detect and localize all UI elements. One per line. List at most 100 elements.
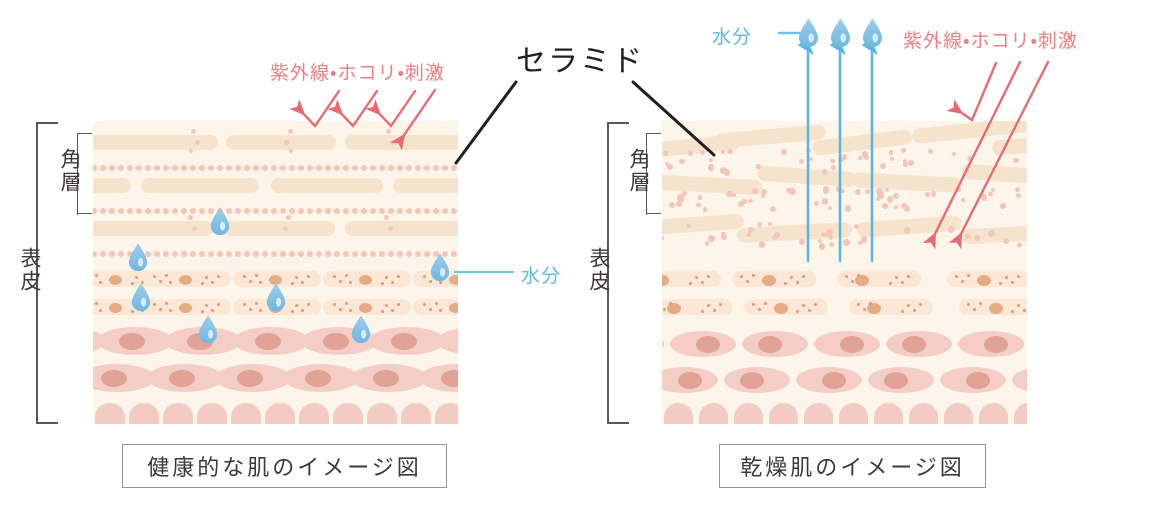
lipid-dot [980,194,988,201]
basal-cell [129,403,159,424]
granular-speckle [967,303,970,306]
lipid-dot [217,251,223,257]
granular-speckle [291,282,294,285]
lipid-dot [352,165,358,171]
basal-cell [163,403,193,424]
granular-speckle [746,280,749,283]
lipid-dot [854,224,860,230]
lipid-dot [118,251,124,257]
granular-speckle [973,308,976,311]
lipid-dot [903,162,908,168]
granular-speckle [845,275,848,278]
lipid-dot [415,165,421,171]
lipid-dot [118,165,124,171]
lipid-dot [415,208,421,214]
lipid-dot [127,251,133,257]
granular-speckle [907,275,910,278]
spinous-row [93,327,458,359]
spinous-row [662,331,1027,363]
spinous-nucleus [441,370,458,387]
granular-speckle [243,275,246,278]
healthy-skin-panel [93,121,458,424]
granular-speckle [339,280,342,283]
granular-speckle [802,304,805,307]
lipid-dot [668,201,675,208]
lipid-dot [665,161,670,166]
lipid-dot [688,151,694,157]
lipid-dot [181,208,187,214]
lipid-dot [707,164,715,171]
corneum-bar [961,163,1027,186]
lipid-dot [1013,157,1019,164]
basal-cell [367,403,397,424]
granular-speckle [301,309,304,312]
lipid-dot [289,165,295,171]
right-irritant-label: 紫外線・ホコリ・刺激 [903,30,1078,52]
lipid-dot [172,251,178,257]
lipid-dot [892,192,900,200]
lipid-dot [379,208,385,214]
granular-row [93,271,458,289]
lipid-dot [118,208,124,214]
granular-nucleus [662,274,669,286]
granular-speckle [752,274,755,277]
lipid-dot [136,251,142,257]
corneum-bar [423,221,458,236]
lipid-dot [767,222,772,227]
granular-nucleus [989,302,1003,314]
granular-speckle [1017,304,1020,307]
granular-speckle [291,310,294,313]
granular-speckle [153,303,156,306]
spinous-nucleus [984,336,1008,353]
lipid-dot [747,227,754,234]
lipid-dot [172,208,178,214]
lipid-dot [821,197,829,205]
granular-speckle [141,281,144,284]
granular-speckle [423,303,426,306]
basal-cell [909,403,938,424]
granular-speckle [695,276,698,279]
granular-speckle [707,275,710,278]
lipid-dot [379,165,385,171]
dry-skin-layers [662,121,1027,424]
spinous-nucleus [305,370,331,387]
basal-cell [197,403,227,424]
right-stratum-corneum-label: 角層 [627,148,651,194]
granular-speckle [135,304,138,307]
left-moisture-label: 水分 [521,265,562,287]
granular-nucleus [269,274,282,285]
granular-speckle [135,276,138,279]
basal-cell [944,403,973,424]
granular-speckle [752,303,755,306]
basal-cell [874,403,903,424]
lipid-dot [189,149,193,153]
lipid-dot [876,196,881,202]
granular-speckle [165,274,168,277]
basal-cell [231,403,261,424]
basal-cell [769,403,798,424]
lipid-dot [961,197,966,203]
lipid-dot [343,208,349,214]
granular-speckle [907,304,910,307]
granular-nucleus [359,302,372,313]
granular-speckle [796,281,799,284]
lipid-dot [956,187,962,193]
lipid-dot [770,205,777,212]
lipid-dot [865,188,871,194]
lipid-dot [163,208,169,214]
lipid-dot [190,251,196,257]
lipid-dot [720,166,728,174]
lipid-dot [677,193,684,201]
lipid-dot [388,165,394,171]
lipid-dot [191,129,196,134]
granular-speckle [249,308,252,311]
lipid-dot [857,155,863,161]
granular-speckle [381,310,384,313]
lipid-dot [860,236,868,243]
lipid-dot [699,150,706,156]
granular-row [662,271,1027,289]
lipid-dot [93,165,97,171]
lipid-dot [181,165,187,171]
lipid-dot [1017,242,1022,248]
lipid-dot [415,251,421,257]
